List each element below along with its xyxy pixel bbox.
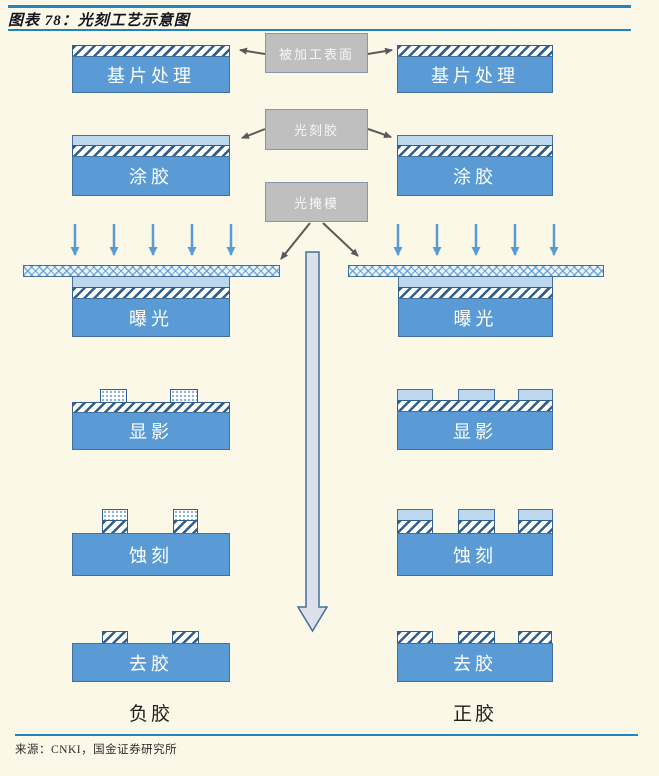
resist-island xyxy=(173,509,198,521)
arrow-surface-right-icon xyxy=(367,47,393,55)
surface-island xyxy=(397,520,433,534)
pos-step-substrate: 基片处理 xyxy=(397,45,553,93)
step-label: 显影 xyxy=(453,421,497,442)
surface-island xyxy=(102,520,128,534)
step-label: 显影 xyxy=(129,422,173,442)
neg-step-substrate: 基片处理 xyxy=(72,45,230,93)
annotation-photomask: 光掩模 xyxy=(265,182,368,222)
surface-island xyxy=(518,520,553,534)
pos-step-etch: 蚀刻 xyxy=(397,509,553,576)
surface-island xyxy=(102,631,128,644)
footer-rule xyxy=(15,734,638,736)
arrow-mask-right-icon xyxy=(322,222,359,257)
pos-step-develop: 显影 xyxy=(397,389,553,450)
substrate-body: 显影 xyxy=(397,411,553,450)
surface-island xyxy=(173,520,198,534)
annotation-label: 光刻胶 xyxy=(293,123,339,138)
annotation-photoresist: 光刻胶 xyxy=(265,109,368,150)
neg-step-coating: 涂胶 xyxy=(72,135,230,196)
arrow-resist-left-icon xyxy=(241,128,266,139)
substrate-body: 蚀刻 xyxy=(397,533,553,576)
processed-surface-layer xyxy=(398,287,553,299)
step-label: 涂胶 xyxy=(453,167,497,187)
resist-island xyxy=(102,509,128,521)
substrate-body: 显影 xyxy=(72,412,230,450)
pos-step-coating: 涂胶 xyxy=(397,135,553,196)
step-label: 曝光 xyxy=(453,308,498,329)
surface-island xyxy=(458,520,495,534)
annotation-label: 光掩模 xyxy=(293,195,339,211)
pos-step-strip: 去胶 xyxy=(397,631,553,682)
negative-resist-label: 负胶 xyxy=(128,704,173,725)
step-label: 蚀刻 xyxy=(129,545,173,566)
substrate-body: 涂胶 xyxy=(72,156,230,196)
title-rule-top xyxy=(8,5,631,8)
title-rule-bottom xyxy=(8,29,631,31)
processed-surface-layer xyxy=(72,145,230,157)
substrate-body: 蚀刻 xyxy=(72,533,230,576)
substrate-body: 去胶 xyxy=(72,643,230,682)
substrate-body: 曝光 xyxy=(72,298,230,337)
substrate-body: 曝光 xyxy=(398,298,553,337)
step-label: 蚀刻 xyxy=(453,545,497,566)
substrate-body: 基片处理 xyxy=(397,56,553,93)
arrow-surface-left-icon xyxy=(239,47,266,55)
positive-resist-label: 正胶 xyxy=(452,704,497,725)
neg-step-exposure: 曝光 xyxy=(72,276,230,337)
substrate-body: 涂胶 xyxy=(397,156,553,196)
step-label: 去胶 xyxy=(129,653,173,674)
source-note: 来源：CNKI，国金证券研究所 xyxy=(15,744,178,756)
step-label: 去胶 xyxy=(453,653,497,674)
step-label: 涂胶 xyxy=(129,167,173,187)
arrow-resist-right-icon xyxy=(367,128,392,139)
processed-surface-layer xyxy=(397,400,553,412)
figure-title: 图表 78：光刻工艺示意图 xyxy=(8,13,190,29)
substrate-body: 基片处理 xyxy=(72,56,230,93)
pos-step-exposure: 曝光 xyxy=(398,276,553,337)
annotation-label: 被加工表面 xyxy=(278,46,354,62)
annotation-surface: 被加工表面 xyxy=(265,33,368,73)
neg-step-develop: 显影 xyxy=(72,389,230,450)
step-label: 基片处理 xyxy=(107,65,195,86)
process-flow-arrow-icon xyxy=(296,251,329,633)
arrow-mask-left-icon xyxy=(280,222,311,260)
neg-step-etch: 蚀刻 xyxy=(72,509,230,576)
substrate-body: 去胶 xyxy=(397,643,553,682)
resist-island xyxy=(170,389,198,403)
step-label: 基片处理 xyxy=(431,65,519,86)
neg-step-strip: 去胶 xyxy=(72,631,230,682)
resist-island xyxy=(100,389,127,403)
step-label: 曝光 xyxy=(129,308,173,329)
